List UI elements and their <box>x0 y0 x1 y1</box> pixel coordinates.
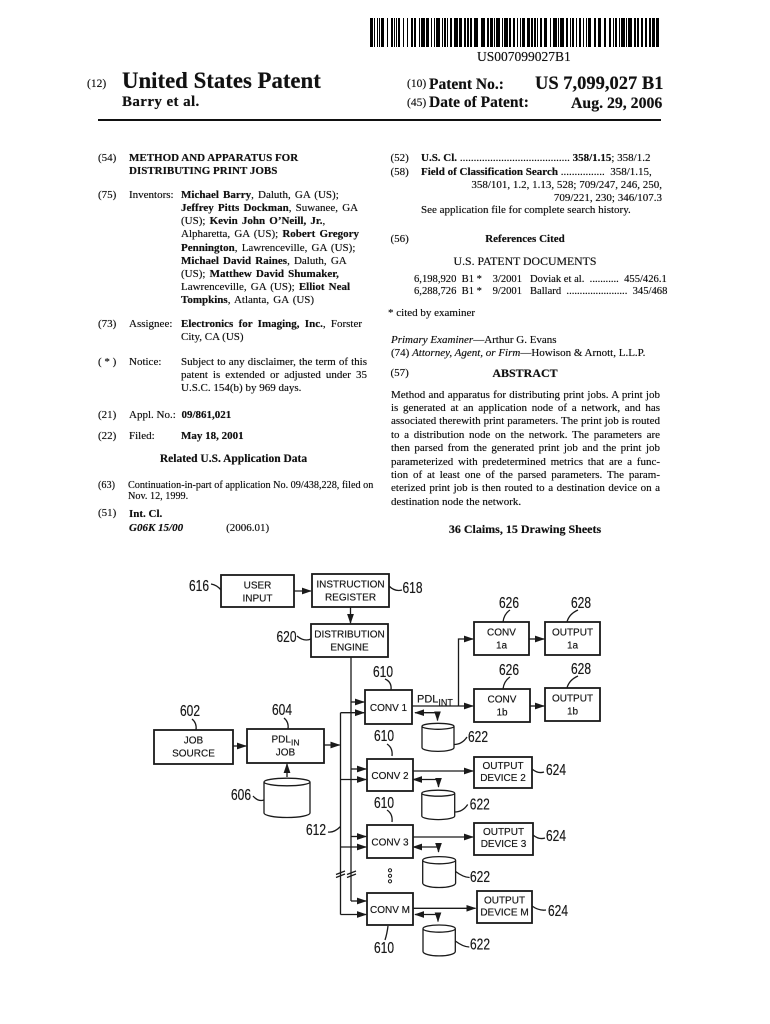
svg-text:REGISTER: REGISTER <box>325 593 376 604</box>
svg-text:622: 622 <box>468 729 488 746</box>
svg-text:610: 610 <box>373 664 393 681</box>
svg-text:OUTPUT: OUTPUT <box>552 628 593 639</box>
svg-text:CONV 1: CONV 1 <box>370 703 408 714</box>
svg-text:CONV 3: CONV 3 <box>371 838 409 849</box>
svg-text:DISTRIBUTION: DISTRIBUTION <box>314 630 385 641</box>
svg-text:OUTPUT: OUTPUT <box>483 827 524 838</box>
svg-text:612: 612 <box>306 822 326 839</box>
svg-text:602: 602 <box>180 703 200 720</box>
svg-text:604: 604 <box>272 702 292 719</box>
svg-text:1a: 1a <box>496 641 508 652</box>
svg-text:SOURCE: SOURCE <box>172 749 215 760</box>
svg-text:DEVICE M: DEVICE M <box>480 908 528 919</box>
svg-text:616: 616 <box>189 578 209 595</box>
svg-text:622: 622 <box>470 936 490 953</box>
svg-text:610: 610 <box>374 795 394 812</box>
svg-text:628: 628 <box>571 661 591 678</box>
svg-text:JOB: JOB <box>276 748 296 759</box>
svg-text:606: 606 <box>231 787 251 804</box>
svg-text:ENGINE: ENGINE <box>330 643 369 654</box>
svg-text:PDLIN: PDLIN <box>272 735 300 748</box>
svg-text:620: 620 <box>277 629 297 646</box>
svg-text:610: 610 <box>374 940 394 957</box>
svg-text:INPUT: INPUT <box>243 594 273 605</box>
svg-text:DEVICE 2: DEVICE 2 <box>480 773 526 784</box>
svg-text:OUTPUT: OUTPUT <box>484 896 525 907</box>
svg-text:CONV: CONV <box>488 695 517 706</box>
svg-text:CONV: CONV <box>487 628 516 639</box>
svg-text:OUTPUT: OUTPUT <box>552 694 593 705</box>
svg-text:INSTRUCTION: INSTRUCTION <box>316 580 384 591</box>
svg-text:618: 618 <box>403 580 423 597</box>
svg-text:622: 622 <box>470 797 490 814</box>
svg-text:DEVICE 3: DEVICE 3 <box>481 839 527 850</box>
svg-text:628: 628 <box>571 595 591 612</box>
svg-text:626: 626 <box>499 662 519 679</box>
svg-text:USER: USER <box>244 581 272 592</box>
svg-text:624: 624 <box>548 903 568 920</box>
svg-text:610: 610 <box>374 728 394 745</box>
svg-text:624: 624 <box>546 762 566 779</box>
svg-text:PDLINT: PDLINT <box>417 694 453 708</box>
svg-text:CONV 2: CONV 2 <box>371 771 409 782</box>
svg-text:1a: 1a <box>567 641 579 652</box>
svg-text:OUTPUT: OUTPUT <box>482 761 523 772</box>
svg-text:CONV M: CONV M <box>370 905 410 916</box>
svg-text:624: 624 <box>546 828 566 845</box>
svg-text:626: 626 <box>499 595 519 612</box>
svg-text:622: 622 <box>470 869 490 886</box>
svg-text:1b: 1b <box>567 707 579 718</box>
svg-text:JOB: JOB <box>184 736 204 747</box>
svg-text:1b: 1b <box>496 708 508 719</box>
